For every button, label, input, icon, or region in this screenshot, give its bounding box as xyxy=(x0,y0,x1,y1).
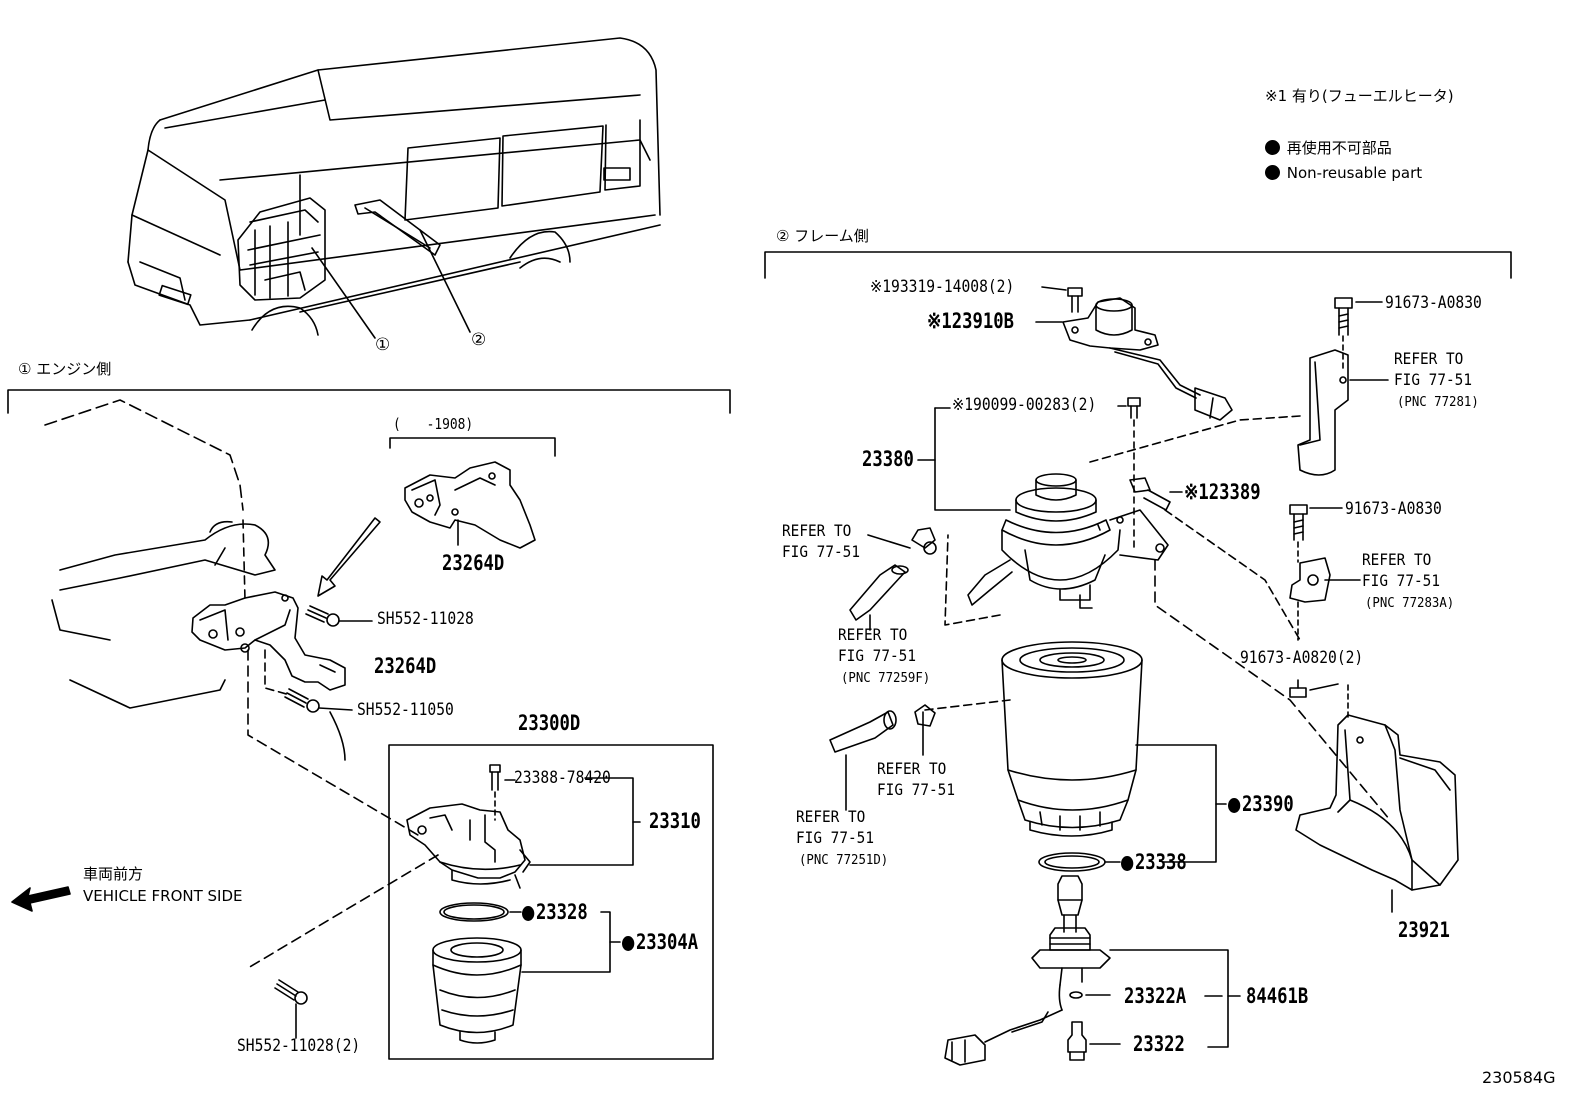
nonreusable-dot-icon xyxy=(1265,140,1280,155)
part-23264d-lower: 23264D xyxy=(374,654,437,678)
vehicle-illustration xyxy=(127,37,661,339)
frame-side-drawing xyxy=(829,286,1459,1066)
refer-77283a-line2: FIG 77-51 xyxy=(1362,571,1441,590)
part-84461b: 84461B xyxy=(1246,984,1309,1008)
nonreusable-label-en: Non-reusable part xyxy=(1286,164,1423,182)
refer-77251d-line3: (PNC 77251D) xyxy=(799,853,889,868)
part-23322: 23322 xyxy=(1133,1032,1185,1056)
section-engine-side: ① エンジン側 xyxy=(18,360,112,378)
refer-hose-top-line1: REFER TO xyxy=(782,521,852,540)
fuel-heater-note: ※1 有り(フューエルヒータ) xyxy=(1265,87,1454,105)
refer-77281-line1: REFER TO xyxy=(1394,349,1464,368)
callout-frame-side: ② xyxy=(471,330,487,350)
refer-77281-line3: (PNC 77281) xyxy=(1397,395,1479,410)
section-frame-side: ② フレーム側 xyxy=(776,227,869,245)
part-23388-78420: 23388-78420 xyxy=(514,768,611,788)
part-23322a: 23322A xyxy=(1124,984,1187,1008)
part-23389: ※123389 xyxy=(1184,480,1261,504)
part-91673-a0830-mid: 91673-A0830 xyxy=(1345,499,1442,519)
part-sh552-11028: SH552-11028 xyxy=(377,609,474,629)
vehicle-front-arrow xyxy=(11,886,71,912)
part-23380: 23380 xyxy=(862,447,914,471)
refer-77283a-line3: (PNC 77283A) xyxy=(1365,596,1455,611)
nonreusable-dot-icon xyxy=(1228,798,1241,813)
part-23264d-upper: 23264D xyxy=(442,551,505,575)
callout-engine-side: ① xyxy=(375,335,391,355)
vehicle-front-jp: 車両前方 xyxy=(83,865,144,883)
nonreusable-dot-icon xyxy=(1265,165,1280,180)
refer-hose-top-line2: FIG 77-51 xyxy=(782,542,861,561)
part-23910b: ※123910B xyxy=(927,309,1015,333)
nonreusable-dot-icon xyxy=(522,906,535,921)
refer-77251d-line2: FIG 77-51 xyxy=(796,828,875,847)
part-23304a: 23304A xyxy=(622,932,698,953)
part-23300d: 23300D xyxy=(518,711,581,735)
part-sh552-11050: SH552-11050 xyxy=(357,700,454,720)
refer-77259f-line1: REFER TO xyxy=(838,625,908,644)
nonreusable-dot-icon xyxy=(1121,856,1134,871)
part-23921: 23921 xyxy=(1398,918,1450,942)
part-90099-00283: ※190099-00283(2) xyxy=(952,395,1097,415)
engine-side-bracket xyxy=(7,389,731,414)
nonreusable-label-jp: 再使用不可部品 xyxy=(1286,139,1392,157)
part-93319-14008: ※193319-14008(2) xyxy=(870,277,1015,297)
part-23328: 23328 xyxy=(522,902,588,923)
refer-77281-line2: FIG 77-51 xyxy=(1394,370,1473,389)
frame-side-bracket xyxy=(764,251,1512,279)
nonreusable-dot-icon xyxy=(622,936,635,951)
nonreusable-legend-jp: 再使用不可部品 xyxy=(1265,140,1392,156)
vehicle-front-en: VEHICLE FRONT SIDE xyxy=(83,887,243,905)
nonreusable-legend-en: Non-reusable part xyxy=(1265,165,1422,181)
figure-code: 230584G xyxy=(1482,1068,1556,1087)
refer-clamp-line1: REFER TO xyxy=(877,759,947,778)
part-23390: 23390 xyxy=(1228,794,1294,815)
refer-77259f-line3: (PNC 77259F) xyxy=(841,671,931,686)
part-91673-a0820: 91673-A0820(2) xyxy=(1240,648,1364,668)
engine-side-drawing xyxy=(44,399,714,1060)
part-23310: 23310 xyxy=(649,809,701,833)
date-range-label: ( -1908) xyxy=(393,415,474,433)
refer-77251d-line1: REFER TO xyxy=(796,807,866,826)
refer-77259f-line2: FIG 77-51 xyxy=(838,646,917,665)
part-23338: 23338 xyxy=(1121,852,1187,873)
refer-77283a-line1: REFER TO xyxy=(1362,550,1432,569)
refer-clamp-line2: FIG 77-51 xyxy=(877,780,956,799)
part-91673-a0830-top: 91673-A0830 xyxy=(1385,293,1482,313)
part-sh552-11028-2: SH552-11028(2) xyxy=(237,1036,361,1056)
